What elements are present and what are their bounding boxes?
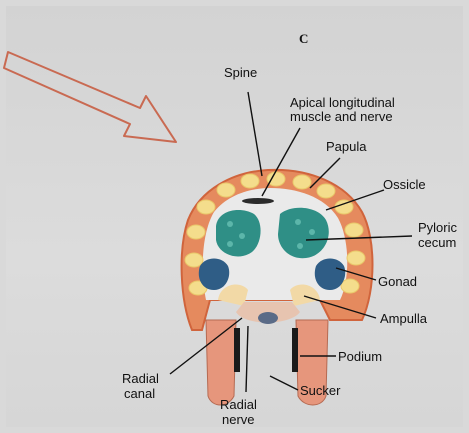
label-spine: Spine xyxy=(224,66,257,80)
apical-muscle xyxy=(242,198,274,204)
label-ampulla: Ampulla xyxy=(380,312,427,326)
label-pyloric-line2: cecum xyxy=(418,236,456,250)
label-apical-line1: Apical longitudinal xyxy=(290,96,395,110)
label-podium: Podium xyxy=(338,350,382,364)
direction-arrow xyxy=(4,52,176,142)
label-papula: Papula xyxy=(326,140,366,154)
label-sucker: Sucker xyxy=(300,384,340,398)
label-radial-nerve-line2: nerve xyxy=(222,413,255,427)
label-ossicle: Ossicle xyxy=(383,178,426,192)
podium-shadow-right xyxy=(292,328,298,372)
label-pyloric-line1: Pyloric xyxy=(418,221,457,235)
label-radial-canal-line1: Radial xyxy=(122,372,159,386)
podium-shadow-left xyxy=(234,328,240,372)
podium-left xyxy=(206,320,236,405)
label-gonad: Gonad xyxy=(378,275,417,289)
label-apical-line2: muscle and nerve xyxy=(290,110,393,124)
label-radial-nerve-line1: Radial xyxy=(220,398,257,412)
panel-letter: C xyxy=(299,31,308,47)
pyloric-cecum-left xyxy=(216,210,261,256)
radial-canal xyxy=(258,312,278,324)
label-radial-canal-line2: canal xyxy=(124,387,155,401)
